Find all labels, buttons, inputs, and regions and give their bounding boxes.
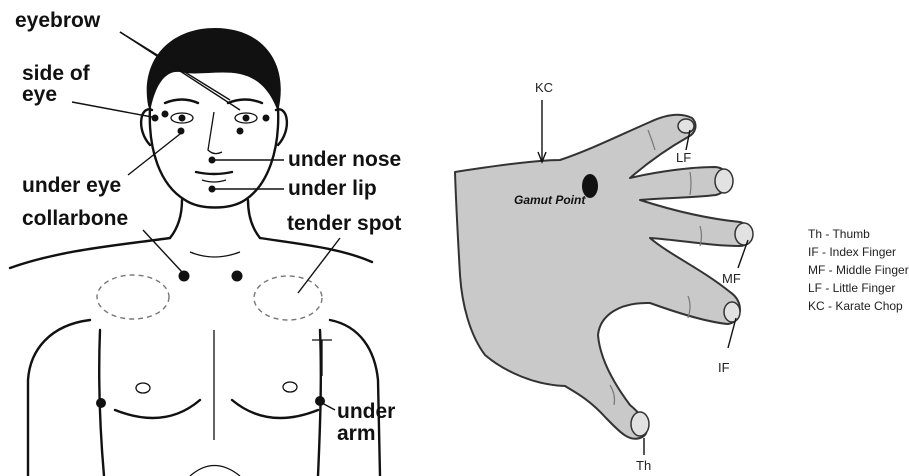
pointer-under-eye	[128, 134, 180, 175]
thumb-nail	[631, 412, 649, 436]
point-under-nose	[209, 157, 216, 164]
left-arm	[28, 320, 90, 476]
neck-right	[248, 200, 260, 238]
label-collarbone: collarbone	[22, 207, 128, 230]
point-under-eye-left	[178, 128, 185, 135]
middle-finger-nail	[735, 223, 753, 245]
label-side-of-eye-line2: eye	[22, 83, 57, 106]
hair	[147, 28, 281, 112]
label-eyebrow: eyebrow	[15, 9, 101, 32]
hand-silhouette	[455, 115, 751, 439]
tender-spot-right	[254, 276, 322, 320]
label-if: IF	[718, 360, 730, 375]
legend-item-karate-chop: KC - Karate Chop	[808, 299, 903, 313]
point-collarbone-left	[179, 271, 190, 282]
left-eyebrow	[165, 100, 198, 104]
left-pec	[115, 400, 200, 418]
label-under-eye: under eye	[22, 174, 121, 197]
point-side-of-eye-right	[263, 115, 270, 122]
right-eyebrow	[228, 100, 262, 104]
right-shoulder	[260, 238, 372, 262]
label-lf: LF	[676, 150, 691, 165]
right-pupil	[243, 115, 250, 122]
point-eyebrow	[162, 111, 169, 118]
body-figure	[10, 28, 380, 476]
point-under-eye-right	[237, 128, 244, 135]
tender-spot-left	[97, 275, 169, 319]
label-under-nose: under nose	[288, 148, 401, 171]
left-nipple	[136, 383, 150, 393]
right-pec	[232, 400, 318, 418]
mouth	[196, 172, 232, 174]
label-tender-spot: tender spot	[287, 212, 401, 235]
point-collarbone-right	[232, 271, 243, 282]
legend-item-thumb: Th - Thumb	[808, 227, 870, 241]
point-under-arm-left	[96, 398, 106, 408]
legend-item-index-finger: IF - Index Finger	[808, 245, 896, 259]
left-shoulder	[10, 238, 170, 268]
pointer-under-arm	[322, 403, 335, 410]
hand-figure	[455, 100, 753, 455]
label-under-arm-line1: under	[337, 400, 395, 423]
neck-left	[170, 200, 182, 238]
legend-item-little-finger: LF - Little Finger	[808, 281, 895, 295]
ring-finger-nail	[715, 169, 733, 193]
label-th: Th	[636, 458, 651, 473]
point-under-lip	[209, 186, 216, 193]
right-arm	[330, 320, 380, 476]
lower-lip	[202, 180, 226, 182]
label-under-lip: under lip	[288, 177, 377, 200]
index-finger-nail	[724, 302, 740, 322]
collar-line	[190, 252, 240, 257]
nose	[208, 112, 222, 154]
label-under-arm-line2: arm	[337, 422, 376, 445]
little-finger-nail	[678, 119, 694, 133]
sternum-mark	[312, 340, 332, 376]
pointer-collarbone	[143, 230, 182, 272]
abdomen-arc	[190, 466, 240, 476]
label-side-of-eye-line1: side of	[22, 62, 91, 85]
legend: Th - Thumb IF - Index Finger MF - Middle…	[808, 227, 909, 313]
label-mf: MF	[722, 271, 741, 286]
pointer-side-of-eye	[72, 102, 152, 117]
right-nipple	[283, 382, 297, 392]
legend-item-middle-finger: MF - Middle Finger	[808, 263, 909, 277]
label-gamut-point: Gamut Point	[514, 193, 586, 207]
left-pupil	[179, 115, 186, 122]
label-kc: KC	[535, 80, 553, 95]
point-side-of-eye-left	[152, 115, 159, 122]
